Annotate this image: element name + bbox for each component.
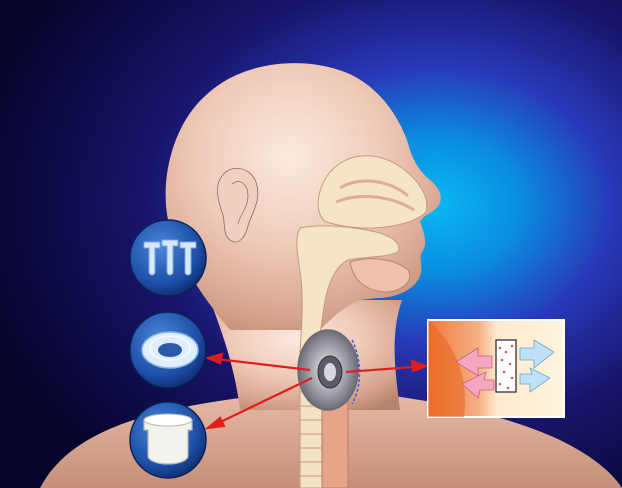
silicone-ring-icon	[130, 312, 206, 388]
cylindrical-plug-icon	[130, 402, 206, 478]
three-prostheses-icon	[130, 220, 206, 296]
heat-moisture-exchanger-icon	[428, 320, 564, 417]
